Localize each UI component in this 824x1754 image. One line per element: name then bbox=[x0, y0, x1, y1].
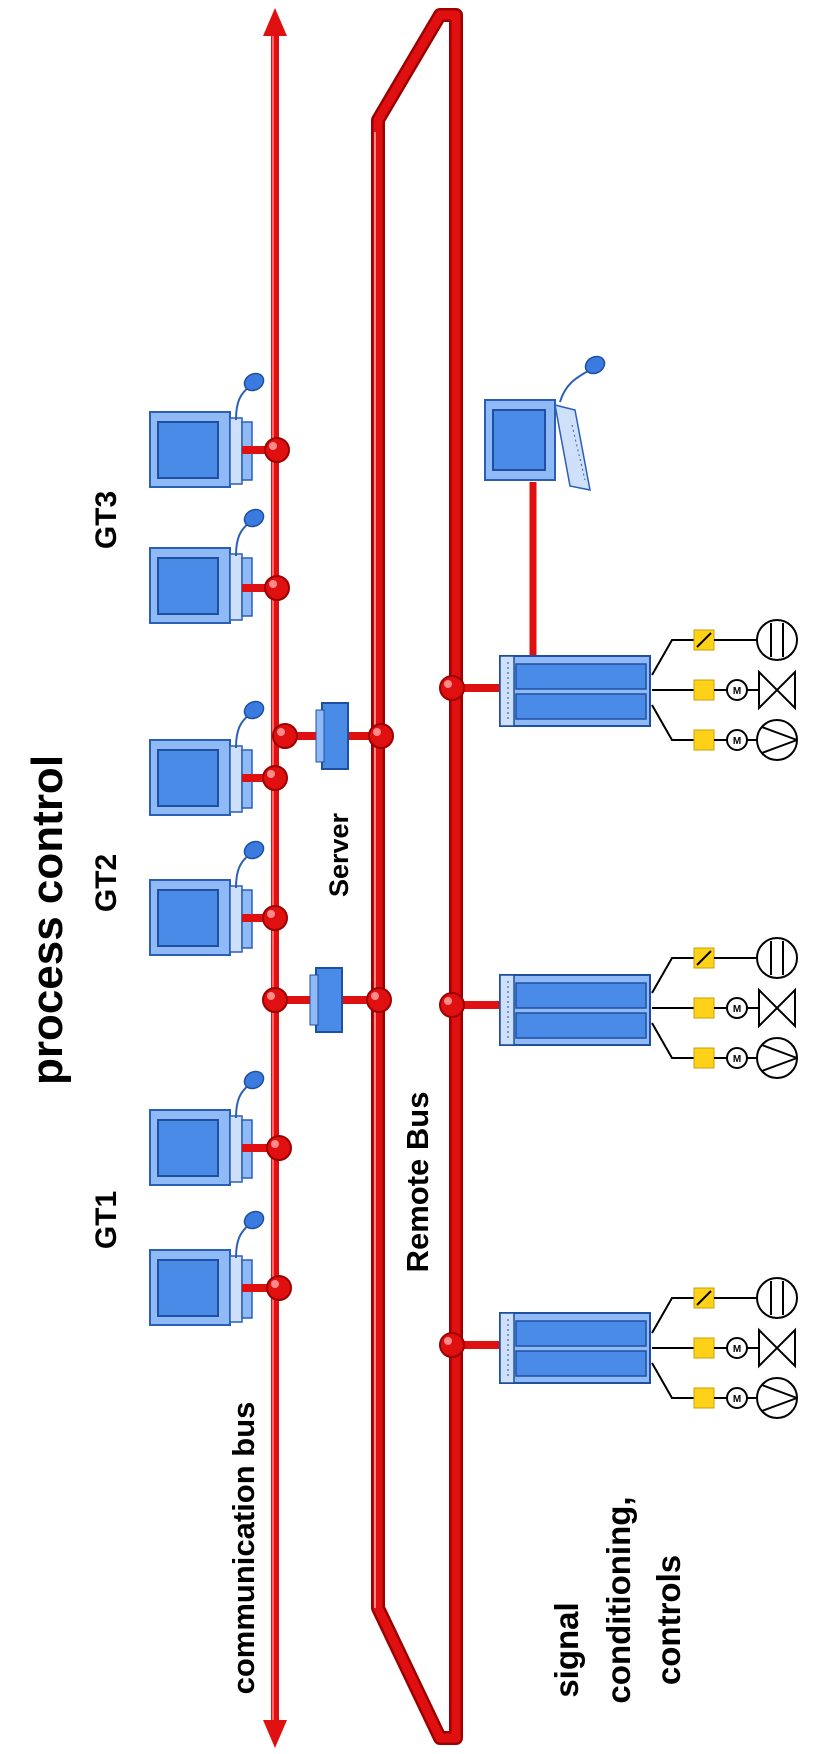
workstation-icon bbox=[149, 1067, 292, 1186]
workstation-icon bbox=[149, 837, 288, 956]
label-signal-line2: conditioning, bbox=[600, 1496, 637, 1703]
label-server: Server bbox=[324, 812, 354, 897]
server-unit-icon bbox=[262, 967, 392, 1033]
server-unit-icon bbox=[272, 702, 394, 770]
workstation-icon bbox=[149, 369, 290, 488]
workstation-icon bbox=[149, 1207, 292, 1326]
field-devices-group bbox=[651, 937, 798, 1079]
label-signal-line3: controls bbox=[650, 1555, 687, 1685]
field-devices-group bbox=[651, 1277, 798, 1419]
label-remote-bus: Remote Bus bbox=[400, 1092, 435, 1273]
workstation-icon bbox=[149, 505, 290, 624]
page-title: process control bbox=[23, 755, 72, 1085]
label-signal-conditioning: signal conditioning, controls bbox=[548, 1496, 687, 1703]
label-signal-line1: signal bbox=[548, 1602, 585, 1697]
remote-bus-loop bbox=[371, 8, 463, 1745]
label-communication-bus: communication bus bbox=[226, 1402, 261, 1695]
io-rack-icon bbox=[439, 655, 651, 727]
workstation-icon bbox=[484, 355, 606, 660]
io-rack-icon bbox=[439, 1312, 651, 1384]
communication-bus-line bbox=[263, 8, 287, 1748]
label-gt2: GT2 bbox=[90, 854, 123, 912]
label-gt3: GT3 bbox=[90, 491, 123, 549]
io-rack-icon bbox=[439, 974, 651, 1046]
field-devices-group bbox=[651, 619, 798, 761]
workstation-icon bbox=[149, 697, 288, 816]
label-gt1: GT1 bbox=[90, 1191, 123, 1249]
